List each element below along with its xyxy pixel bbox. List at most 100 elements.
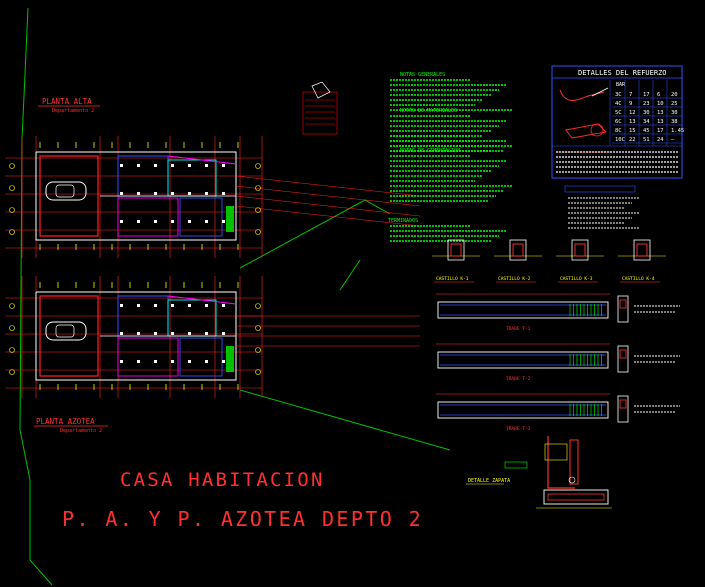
axis-marker bbox=[9, 325, 15, 331]
axis-marker bbox=[255, 207, 261, 213]
rebar-cell: 10 bbox=[657, 101, 664, 107]
rebar-cell: 17 bbox=[657, 128, 664, 134]
rebar-cell: 45 bbox=[643, 128, 650, 134]
floor-plan-lower bbox=[5, 276, 420, 398]
column-section bbox=[617, 395, 629, 423]
rebar-cell: 10C bbox=[615, 137, 625, 143]
column bbox=[154, 304, 157, 307]
column bbox=[120, 192, 123, 195]
column bbox=[188, 332, 191, 335]
room bbox=[179, 197, 223, 237]
column bbox=[222, 360, 225, 363]
notes-heading-2: NOTAS DE MATERIALES bbox=[400, 108, 457, 114]
general-notes: NOTAS GENERALES NOTAS DE MATERIALES NOTA… bbox=[388, 72, 512, 242]
axis-marker bbox=[255, 325, 261, 331]
rebar-cell: 8C bbox=[615, 128, 622, 134]
column bbox=[137, 164, 140, 167]
axis-marker bbox=[255, 185, 261, 191]
garage-outline bbox=[39, 295, 99, 377]
rebar-cell: 12 bbox=[629, 110, 636, 116]
column bbox=[137, 304, 140, 307]
axis-marker bbox=[9, 207, 15, 213]
column-rebar bbox=[619, 349, 627, 359]
rebar-cell: 30 bbox=[643, 110, 650, 116]
castillo-label: CASTILLO K-1 bbox=[436, 276, 469, 282]
trabe-label: TRABE T-3 bbox=[506, 426, 531, 432]
rebar-cell: 6C bbox=[615, 119, 622, 125]
rebar-cell: 9 bbox=[629, 101, 632, 107]
garage-outline bbox=[39, 155, 99, 237]
sloped-wall bbox=[167, 155, 237, 165]
trabe-outline bbox=[437, 401, 609, 419]
stair bbox=[226, 206, 234, 232]
column bbox=[205, 304, 208, 307]
column bbox=[188, 304, 191, 307]
stair bbox=[226, 346, 234, 372]
trabe-outline bbox=[437, 301, 609, 319]
column bbox=[222, 192, 225, 195]
room bbox=[117, 197, 179, 237]
castillo-rebar bbox=[450, 243, 462, 257]
axis-marker bbox=[255, 163, 261, 169]
axis-marker bbox=[255, 229, 261, 235]
column-section bbox=[617, 345, 629, 373]
rebar-cell: 51 bbox=[643, 137, 650, 143]
rebar-cell: 4C bbox=[615, 101, 622, 107]
title-line-1: CASA HABITACION bbox=[120, 469, 325, 491]
column bbox=[222, 164, 225, 167]
rebar-cell: 7 bbox=[629, 92, 632, 98]
castillo-outline bbox=[571, 239, 589, 261]
column bbox=[171, 332, 174, 335]
car-roof bbox=[55, 184, 75, 198]
column bbox=[205, 192, 208, 195]
column bbox=[154, 220, 157, 223]
axis-marker bbox=[9, 163, 15, 169]
rebar-cell: 22 bbox=[629, 137, 636, 143]
column-rebar bbox=[619, 399, 627, 409]
rebar-cell: — bbox=[671, 137, 675, 143]
column bbox=[137, 220, 140, 223]
rebar-cell: 6 bbox=[657, 92, 660, 98]
column bbox=[154, 164, 157, 167]
concrete-spec-block bbox=[564, 185, 640, 229]
rebar-cell: 13 bbox=[657, 110, 664, 116]
column bbox=[205, 360, 208, 363]
rebar-cell: 30 bbox=[671, 110, 678, 116]
notes-heading-4: TERMINADOS bbox=[388, 218, 418, 224]
axis-marker bbox=[9, 347, 15, 353]
castillo-rebar bbox=[574, 243, 586, 257]
column bbox=[188, 192, 191, 195]
ext-line bbox=[235, 205, 421, 227]
axis-marker bbox=[9, 229, 15, 235]
column bbox=[205, 332, 208, 335]
column bbox=[120, 332, 123, 335]
rebar-table-header: BAR bbox=[616, 82, 626, 88]
castillo-rebar bbox=[512, 243, 524, 257]
trabe-label: TRABE T-2 bbox=[506, 376, 531, 382]
room bbox=[179, 337, 223, 377]
column bbox=[171, 192, 174, 195]
outer-wall bbox=[35, 291, 237, 381]
column bbox=[154, 360, 157, 363]
column-section bbox=[617, 295, 629, 323]
column bbox=[222, 220, 225, 223]
column bbox=[222, 304, 225, 307]
column bbox=[120, 164, 123, 167]
plan-title-lower: PLANTA AZOTEA Departamento 2 bbox=[34, 417, 108, 434]
rebar-cell: 38 bbox=[671, 119, 678, 125]
rebar-cell: 13 bbox=[629, 119, 636, 125]
castillo-label: CASTILLO K-3 bbox=[560, 276, 593, 282]
column bbox=[154, 332, 157, 335]
rebar-cell: 5C bbox=[615, 110, 622, 116]
plan-label-upper: PLANTA ALTA bbox=[42, 97, 92, 106]
plan-label-lower: PLANTA AZOTEA bbox=[36, 417, 95, 426]
column bbox=[137, 192, 140, 195]
zapata-detail: DETALLE ZAPATA bbox=[466, 436, 612, 509]
axis-marker bbox=[9, 185, 15, 191]
car-roof bbox=[55, 324, 75, 338]
column bbox=[120, 360, 123, 363]
column bbox=[120, 220, 123, 223]
column bbox=[137, 360, 140, 363]
